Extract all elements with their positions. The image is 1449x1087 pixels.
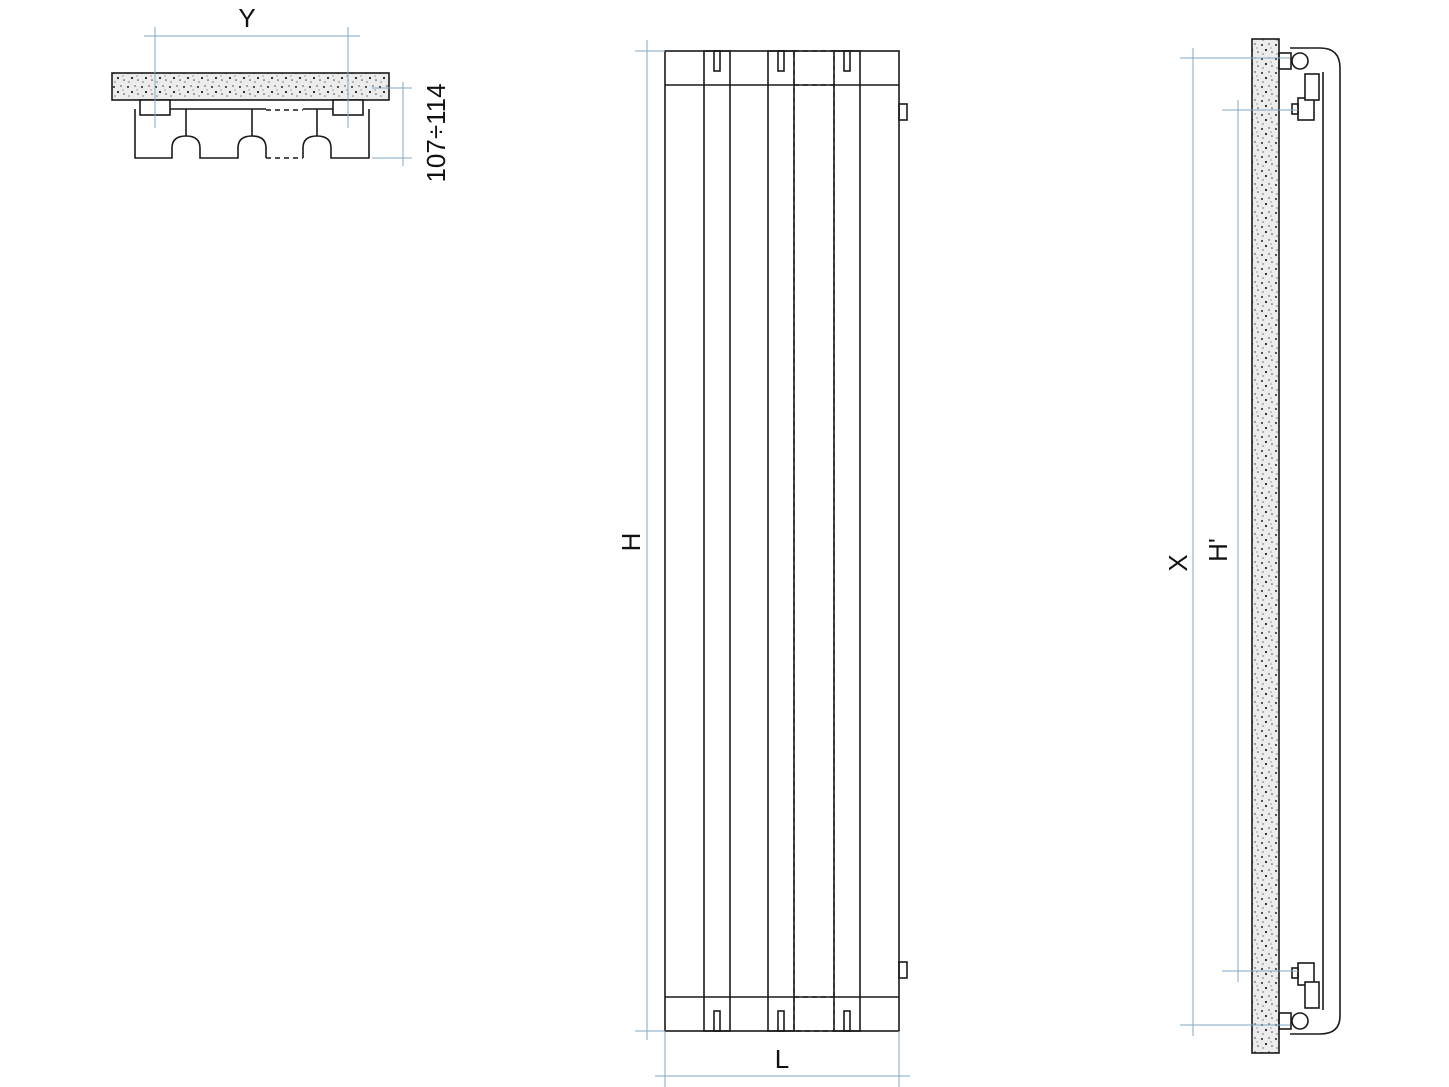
front-tube-hidden [793, 50, 835, 1032]
side-radiator-body [1290, 47, 1341, 1035]
side-valve-top [1297, 97, 1315, 121]
dim-label-h-prime: H' [1203, 538, 1233, 562]
side-view: X H' [1163, 38, 1341, 1054]
dim-label-x: X [1163, 554, 1193, 571]
side-bracket-top [1291, 52, 1309, 70]
dim-label-h: H [616, 533, 646, 552]
dim-label-l: L [775, 1044, 789, 1074]
dim-label-y: Y [238, 3, 255, 33]
front-tube-1 [703, 50, 731, 1032]
front-tube-3 [833, 50, 861, 1032]
dim-label-depth: 107÷114 [421, 83, 451, 182]
front-view: H L [616, 40, 910, 1087]
top-radiator-hidden [266, 109, 303, 159]
side-bracket-bottom [1291, 1012, 1309, 1030]
top-radiator-profile [134, 109, 370, 159]
front-outer-frame [664, 50, 900, 1032]
front-connector-bottom [898, 961, 908, 979]
front-connector-top [898, 103, 908, 121]
front-tube-2 [767, 50, 795, 1032]
side-wall [1251, 38, 1280, 1054]
top-wall-slab [111, 72, 390, 101]
top-view: Y 107÷114 [111, 3, 451, 183]
